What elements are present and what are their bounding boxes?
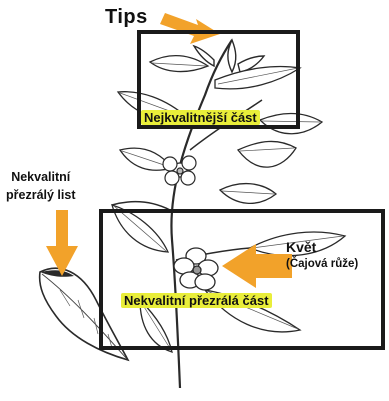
overripe-part-frame: [99, 209, 385, 350]
best-part-label: Nejkvalitnější část: [141, 110, 260, 125]
tips-label: Tips: [105, 6, 148, 29]
flower-label: Květ (Čajová růže): [286, 239, 358, 273]
overripe-leaf-label-line2: přezrálý list: [6, 186, 75, 204]
arrow-overripe-leaf: [46, 210, 78, 276]
flower-label-line2: (Čajová růže): [286, 256, 358, 273]
overripe-leaf-label: Nekvalitní přezrálý list: [6, 168, 75, 204]
overripe-leaf-label-line1: Nekvalitní: [6, 168, 75, 186]
upper-flower: [163, 156, 196, 185]
flower-label-line1: Květ: [286, 239, 358, 256]
overripe-part-label: Nekvalitní přezrálá část: [121, 293, 272, 308]
